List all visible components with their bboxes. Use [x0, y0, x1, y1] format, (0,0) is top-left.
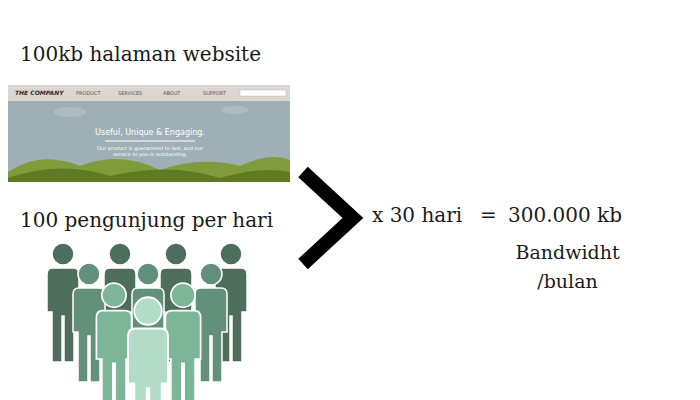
visitors-label: 100 pengunjung per hari	[20, 208, 273, 232]
hero-heading: Useful, Unique & Engaging.	[50, 128, 250, 138]
visitors-icon	[47, 243, 247, 400]
unit-label: Bandwidht /bulan	[500, 238, 635, 295]
brand-text: THE COMPANY	[15, 89, 64, 96]
menu-item: SERVICES	[118, 90, 142, 96]
menu-item: SUPPORT	[203, 90, 226, 96]
multiplier-text: x 30 hari	[372, 203, 462, 227]
menu-item: PRODUCT	[76, 90, 100, 96]
hero-subtext: Our product is guaranteed to last, and o…	[92, 145, 208, 157]
page-size-label: 100kb halaman website	[20, 42, 261, 66]
menu-item: ABOUT	[163, 90, 180, 96]
chevron	[303, 172, 353, 264]
website-screenshot	[8, 85, 290, 182]
result-value: 300.000 kb	[508, 203, 622, 227]
equals-sign: =	[480, 203, 497, 227]
